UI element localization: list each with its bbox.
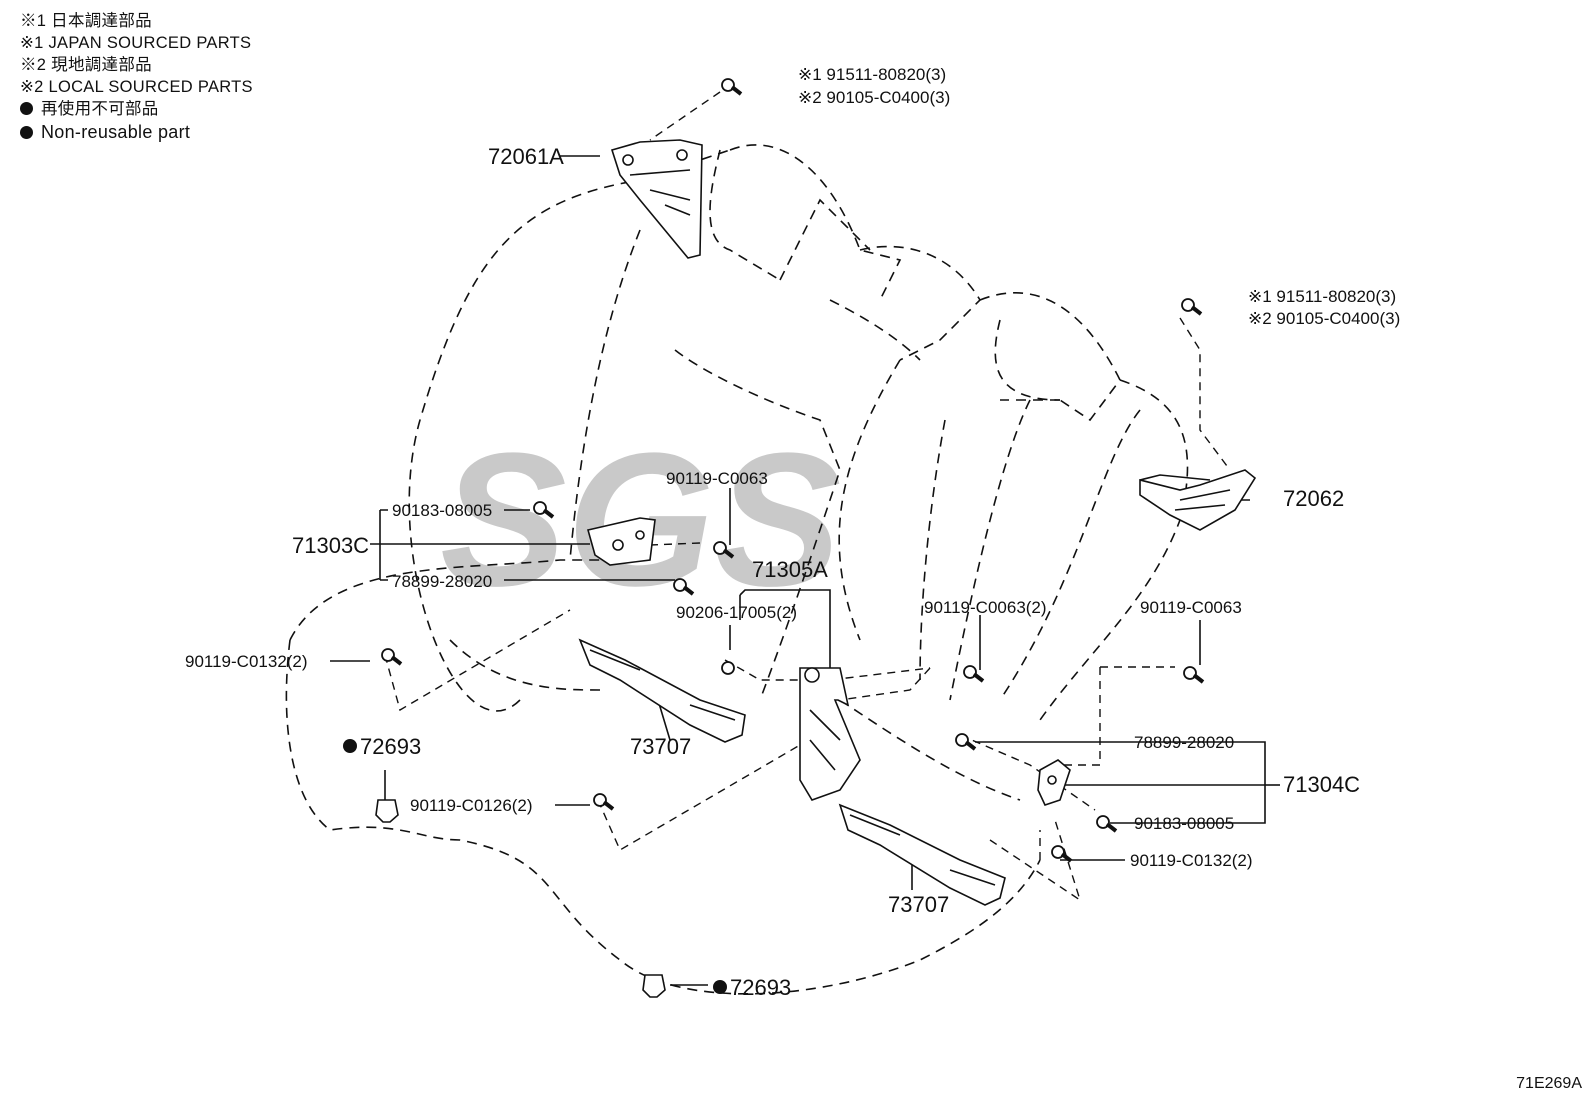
label-hinge-left: 72061A [488, 144, 564, 169]
label-trim-right: 73707 [888, 892, 949, 917]
fastener-icons [380, 77, 1205, 863]
legend-nonreusable-en: Non-reusable part [20, 120, 253, 144]
legend-nonreusable-jp: 再使用不可部品 [20, 98, 253, 120]
legend-nonreusable-en-text: Non-reusable part [41, 122, 191, 142]
label-c0063-middle: 90119-C0063(2) [924, 598, 1047, 617]
leader-dashes [384, 91, 1231, 902]
label-bracket-center: 71305A [752, 557, 828, 582]
clip-part-lower [642, 974, 666, 998]
label-c0126: 90119-C0126(2) [410, 796, 533, 815]
leader-lines [330, 155, 1280, 986]
nonreusable-bullet-icon [343, 739, 357, 753]
legend-japan-jp: ※1 日本調達部品 [20, 12, 152, 30]
callout-labels: ※1 91511-80820(3) ※2 90105-C0400(3) ※1 9… [185, 65, 1400, 1000]
legend-japan-en: ※1 JAPAN SOURCED PARTS [20, 34, 252, 52]
label-clip-upper: 72693 [360, 734, 421, 759]
label-top-bolt-1: ※1 91511-80820(3) [798, 65, 946, 84]
bracket-right-part [1037, 759, 1071, 806]
figure-id: 71E269A [1516, 1075, 1582, 1092]
label-c0132-left: 90119-C0132(2) [185, 652, 308, 671]
legend-local-jp: ※2 現地調達部品 [20, 56, 152, 74]
legend-local-en: ※2 LOCAL SOURCED PARTS [20, 78, 253, 96]
clip-part-upper [375, 799, 399, 823]
trim-right-part [838, 803, 1006, 906]
label-nut-right: 90183-08005 [1134, 814, 1234, 833]
label-pin: 90206-17005(2) [676, 603, 797, 622]
legend-nonreusable-jp-text: 再使用不可部品 [41, 100, 159, 118]
label-trim-left: 73707 [630, 734, 691, 759]
hinge-right-part [1139, 469, 1257, 531]
label-c0132-right: 90119-C0132(2) [1130, 851, 1253, 870]
label-bracket-right: 71304C [1283, 772, 1360, 797]
trim-left-part [578, 638, 746, 743]
label-c0063-right: 90119-C0063 [1140, 598, 1242, 617]
label-top-bolt-2: ※2 90105-C0400(3) [798, 88, 950, 107]
label-c0063-upper: 90119-C0063 [666, 469, 768, 488]
label-nut-left: 90183-08005 [392, 501, 492, 520]
label-right-bolt-1: ※1 91511-80820(3) [1248, 287, 1396, 306]
label-right-bolt-2: ※2 90105-C0400(3) [1248, 309, 1400, 328]
label-clip-lower: 72693 [730, 975, 791, 1000]
label-hinge-right: 72062 [1283, 486, 1344, 511]
label-bracket-left: 71303C [292, 533, 369, 558]
bracket-center-part [799, 667, 861, 801]
bullet-icon [20, 102, 33, 115]
legend: ※1 日本調達部品 ※1 JAPAN SOURCED PARTS ※2 現地調達… [20, 10, 253, 144]
label-bolt-right: 78899-28020 [1134, 733, 1234, 752]
nonreusable-bullet-icon [713, 980, 727, 994]
hinge-left-part [610, 139, 703, 259]
bullet-icon [20, 126, 33, 139]
label-bolt-left: 78899-28020 [392, 572, 492, 591]
bracket-left-part [587, 517, 656, 566]
